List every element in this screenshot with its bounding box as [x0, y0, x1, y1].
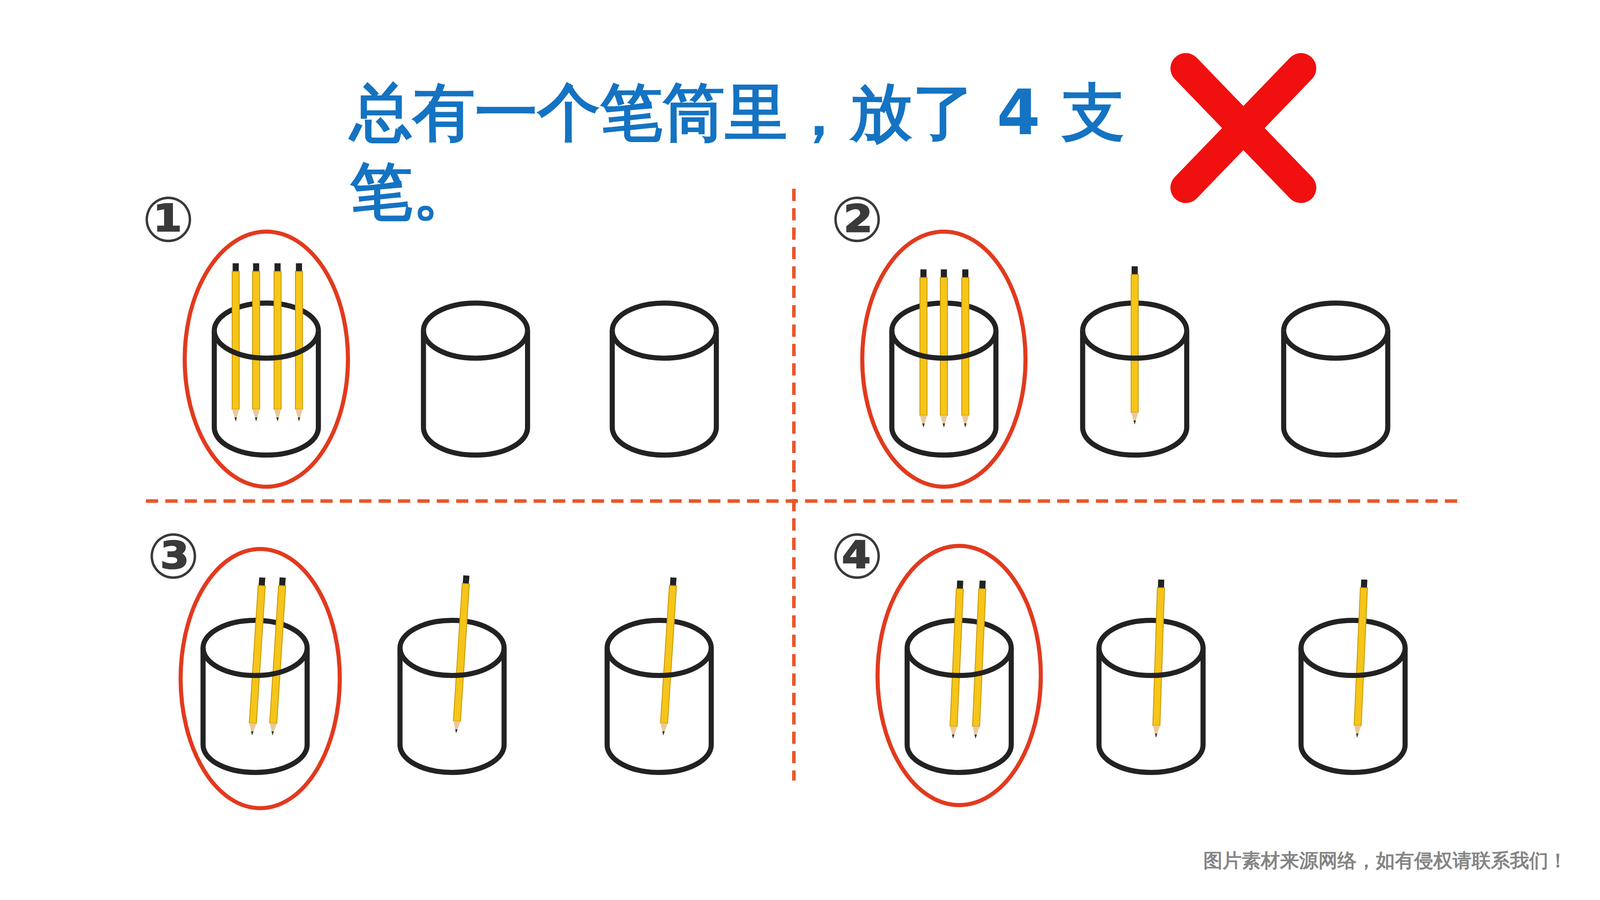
pen-holder [214, 263, 319, 455]
pen-holder [423, 330, 528, 358]
pen-holder [607, 577, 712, 773]
pen-holder [202, 577, 308, 773]
watermark-note: 图片素材来源网络，如有侵权请联系我们！ [1203, 847, 1568, 874]
pen-holder [1082, 266, 1187, 455]
pen-holder [1283, 302, 1388, 455]
wrong-mark [1185, 68, 1302, 188]
pen-holder [612, 302, 717, 455]
pen-holder [1283, 330, 1388, 358]
pen-holder [612, 330, 717, 358]
pen-holder [423, 302, 528, 455]
callout-number: ④ [830, 525, 884, 588]
divider-line [792, 188, 796, 781]
callout-number: ③ [146, 525, 200, 588]
pen-holder [891, 269, 996, 456]
pen-holder [400, 575, 505, 773]
highlight-ellipse [180, 549, 340, 809]
pen-holder [907, 580, 1012, 773]
highlight-ellipse [862, 231, 1026, 487]
callout-number: ② [830, 188, 884, 251]
callout-number: ① [141, 188, 195, 251]
pen-holder [1099, 579, 1204, 773]
question-title: 总有一个笔筒里，放了 4 支笔。 [350, 72, 1196, 232]
highlight-ellipse [184, 231, 348, 487]
highlight-ellipse [877, 545, 1041, 805]
pen-holder [1300, 579, 1405, 773]
divider-line [145, 499, 1465, 503]
